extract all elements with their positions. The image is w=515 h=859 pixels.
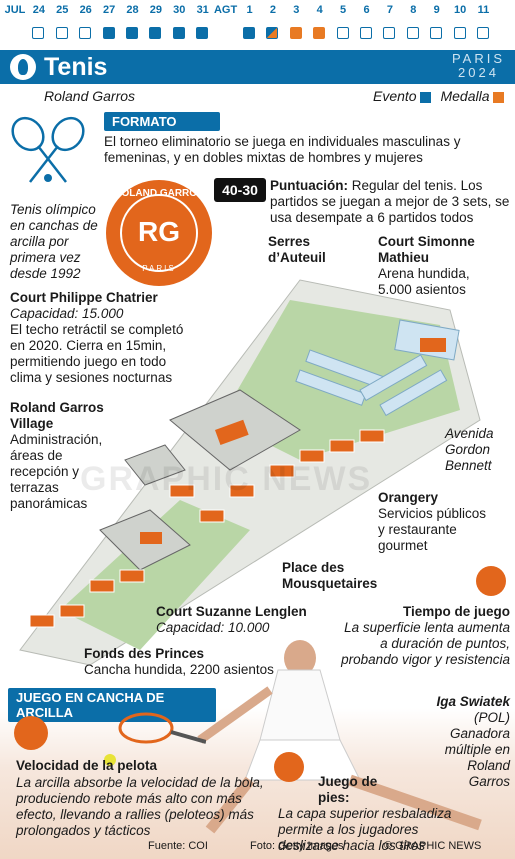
- photo-credit: Foto: Getty Images: [250, 840, 344, 852]
- calendar-boxes: [0, 27, 515, 47]
- footer: Fuente: COI Foto: Getty Images © GRAPHIC…: [0, 840, 515, 858]
- princes-desc: Cancha hundida, 2200 asientos: [84, 662, 274, 677]
- calendar-day-box: [266, 27, 279, 39]
- label-simonne: Court Simonne Mathieu: [378, 234, 475, 265]
- label-serres: Serres d’Auteuil: [268, 234, 326, 265]
- calendar-day-box: [102, 27, 115, 39]
- calendar-day-label: 29: [149, 4, 163, 16]
- calendar-day-box: [360, 27, 372, 39]
- source: Fuente: COI: [148, 840, 208, 852]
- calendar-day-box: [172, 27, 185, 39]
- label-mousquetaires: Place des Mousquetaires: [282, 560, 378, 591]
- venue-name: Roland Garros: [44, 88, 136, 104]
- scoring-text: Puntuación: Regular del tenis. Los parti…: [270, 178, 510, 225]
- graphic-news-credit: © GRAPHIC NEWS: [384, 840, 482, 852]
- tiempo-title: Tiempo de juego: [402, 604, 510, 619]
- calendar-day-label: 11: [477, 4, 490, 16]
- calendar-day-label: 10: [453, 4, 467, 16]
- calendar-day-box: [32, 27, 45, 39]
- calendar-day-box: [289, 27, 302, 39]
- crossed-racquets-icon: [11, 116, 85, 183]
- page-title: Tenis: [44, 53, 108, 81]
- calendar-day-box: [55, 27, 68, 39]
- watermark: GRAPHIC NEWS: [80, 460, 373, 498]
- calendar-day-label: AGT: [213, 4, 238, 16]
- athlete-desc: Ganadora múltiple en Roland Garros: [444, 726, 510, 789]
- formato-heading: FORMATO: [104, 112, 220, 131]
- calendar-day-box: [477, 27, 489, 39]
- label-orangery: Orangery: [378, 490, 439, 505]
- ball-icon: [104, 754, 116, 766]
- velocidad-title: Velocidad de la pelota: [16, 758, 158, 773]
- calendar-day-label: 3: [293, 4, 300, 16]
- calendar-day-label: 9: [433, 4, 440, 16]
- olympic-note: Tenis olímpico en canchas de arcilla por…: [10, 202, 98, 281]
- orangery-desc: Servicios públicos y restaurante gourmet: [378, 506, 487, 553]
- calendar-day-label: 4: [316, 4, 323, 16]
- legend: Evento Medalla: [373, 88, 504, 104]
- chatrier-capacity: Capacidad: 15.000: [10, 306, 124, 321]
- calendar-day-label: 8: [410, 4, 417, 16]
- title-band: Tenis PARIS 2024: [0, 50, 515, 84]
- calendar-day-box: [313, 27, 326, 39]
- formato-text: El torneo eliminatorio se juega en indiv…: [104, 134, 461, 165]
- chatrier-desc: El techo retráctil se completó en 2020. …: [10, 322, 184, 385]
- tennis-ball-icon: [14, 716, 48, 750]
- calendar-day-label: 5: [340, 4, 347, 16]
- lenglen-capacity: Capacidad: 10.000: [156, 620, 270, 635]
- calendar-day-box: [243, 27, 255, 39]
- pies-text: La capa superior resbaladiza permite a l…: [278, 806, 452, 853]
- calendar-day-box: [453, 27, 466, 39]
- calendar-day-label: 2: [269, 4, 276, 16]
- velocidad-text: La arcilla absorbe la velocidad de la bo…: [16, 775, 264, 838]
- calendar-day-label: 24: [32, 4, 46, 16]
- racquet-illustration: [118, 712, 206, 744]
- calendar-days: JUL 24 25 26 27 28 29 30 31 AGT 1 2 3 4 5 6 7 8 9 10 11: [0, 4, 515, 24]
- paris-2024-logo: PARIS 2024: [451, 51, 505, 80]
- calendar-day-box: [383, 27, 396, 39]
- athlete-country: (POL): [473, 710, 510, 725]
- legend-medal-swatch: [492, 91, 504, 103]
- calendar-day-label: 1: [246, 4, 253, 16]
- venue-map: [19, 279, 481, 666]
- label-lenglen: Court Suzanne Lenglen: [156, 604, 307, 619]
- label-village: Roland Garros Village: [10, 400, 104, 431]
- tiempo-text: La superficie lenta aumenta a duración d…: [341, 620, 510, 667]
- event-calendar: JUL 24 25 26 27 28 29 30 31 AGT 1 2 3 4 5 6 7 8 9 10 11: [0, 0, 515, 52]
- running-icon: [476, 566, 506, 596]
- score-badge: 40-30: [214, 178, 266, 202]
- calendar-day-label: 6: [363, 4, 370, 16]
- calendar-day-box: [79, 27, 92, 39]
- legend-medal-label: Medalla: [440, 88, 490, 104]
- athlete-name: Iga Swiatek: [436, 694, 510, 709]
- legend-event-label: Evento: [373, 88, 417, 104]
- calendar-day-label: JUL: [4, 4, 26, 16]
- label-princes: Fonds des Princes: [84, 646, 205, 661]
- calendar-day-box: [196, 27, 209, 39]
- pies-title: Juego de pies:: [318, 774, 378, 805]
- clay-heading: JUEGO EN CANCHA DE ARCILLA: [8, 688, 216, 722]
- calendar-day-label: 25: [56, 4, 69, 16]
- athlete-info: Iga Swiatek (POL) Ganadora múltiple en R…: [380, 694, 510, 790]
- olympic-flame-icon: [10, 54, 36, 80]
- calendar-day-box: [149, 27, 162, 39]
- calendar-day-label: 27: [102, 4, 116, 16]
- calendar-day-label: 26: [79, 4, 92, 16]
- calendar-day-box: [126, 27, 138, 39]
- clay-panel-background: [0, 708, 515, 859]
- calendar-day-label: 30: [173, 4, 186, 16]
- calendar-day-box: [406, 27, 419, 39]
- calendar-day-label: 31: [196, 4, 209, 16]
- label-chatrier: Court Philippe Chatrier: [10, 290, 158, 305]
- village-desc: Administración, áreas de recepción y ter…: [10, 432, 103, 511]
- calendar-day-box: [336, 27, 349, 39]
- label-avenida: Avenida Gordon Bennett: [445, 426, 494, 473]
- legend-event-swatch: [419, 91, 431, 103]
- simonne-desc: Arena hundida, 5.000 asientos: [378, 266, 470, 297]
- chevron-left-icon: [274, 752, 304, 782]
- calendar-day-label: 28: [126, 4, 139, 16]
- roland-garros-logo: ROLAND GARROS RG PARIS: [106, 180, 212, 286]
- calendar-day-label: 7: [386, 4, 393, 16]
- calendar-day-box: [430, 27, 443, 39]
